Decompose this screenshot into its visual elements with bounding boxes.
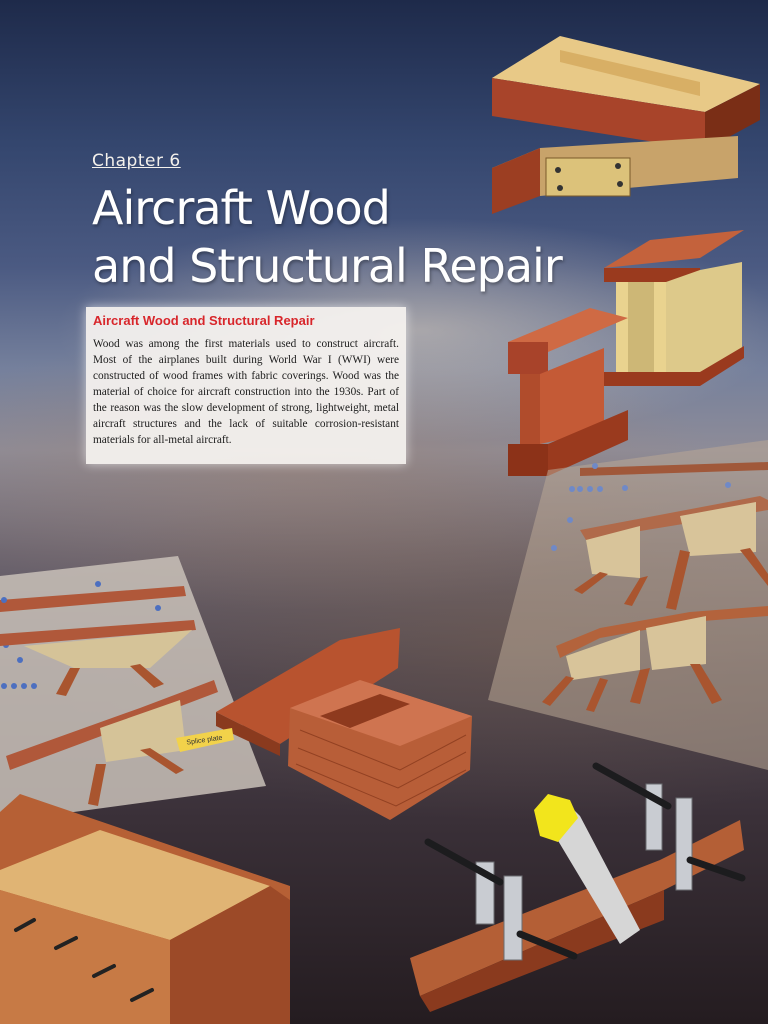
left-rib-diagram: [0, 556, 266, 822]
chapter-title-line-1: Aircraft Wood: [92, 181, 391, 235]
clamp-and-saw-illustration: [410, 762, 746, 1012]
scarf-joint-illustration: [492, 36, 760, 214]
rib-repair-diagram: [488, 440, 768, 770]
i-beam-illustration: [508, 308, 628, 476]
notched-splice-illustration: [176, 628, 472, 820]
intro-heading: Aircraft Wood and Structural Repair: [93, 313, 315, 328]
chapter-title-line-2: and Structural Repair: [92, 239, 563, 293]
gusset-plate-illustration: [0, 794, 290, 1024]
box-beam-illustration: [604, 230, 744, 386]
chapter-label: Chapter 6: [92, 151, 181, 171]
intro-panel: Aircraft Wood and Structural Repair Wood…: [86, 307, 406, 464]
intro-body: Wood was among the first materials used …: [93, 338, 399, 446]
